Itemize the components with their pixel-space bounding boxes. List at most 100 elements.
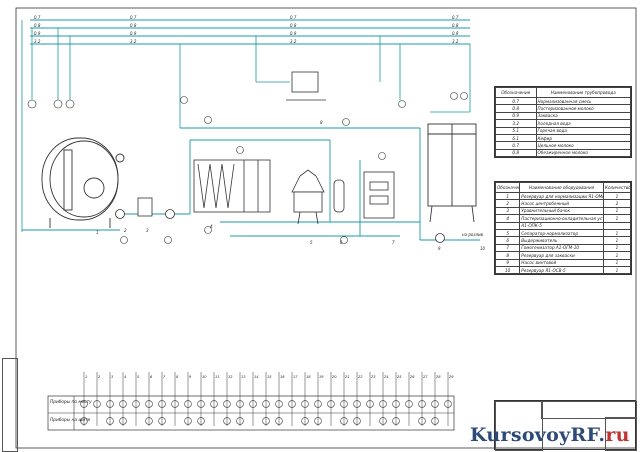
equip-name: Пастеризационно-охладительная установка — [519, 214, 604, 223]
pipe-name: Нормализованная смесь — [535, 96, 631, 106]
instrument-number: 6 — [150, 375, 153, 379]
equip-qty: 1 — [602, 265, 632, 275]
equip-name: Резервуар для нормализации Я1-ОМГ-10 — [519, 191, 604, 201]
instrument-number: 12 — [228, 375, 233, 379]
instrument-number: 5 — [137, 375, 140, 379]
equip-name: Насос винтовой — [519, 258, 604, 267]
equip-name: Уравнительный бачок — [519, 206, 604, 216]
pipe-code: 0.8 — [495, 104, 537, 113]
equip-name: Насос центробежный — [519, 199, 604, 208]
sheet-border — [15, 7, 637, 449]
equipment-label: 10 — [480, 246, 486, 251]
equip-col-name: Наименование оборудования — [519, 182, 604, 193]
tank-normalization — [41, 137, 125, 228]
instrument-number: 15 — [267, 375, 272, 379]
pump-centrifugal — [115, 209, 175, 219]
header-pipelines — [30, 19, 470, 45]
homogenizer — [363, 171, 395, 219]
equipment-label: 5 — [310, 240, 313, 245]
watermark-logo: KursovoyRF.ru — [470, 424, 630, 446]
instrument-number: 25 — [397, 375, 402, 379]
equip-code: 4 — [494, 214, 521, 223]
equip-col-qty: Количество — [602, 182, 632, 193]
header-line-label: 3.2 — [290, 39, 297, 44]
equip-qty: 1 — [602, 258, 632, 267]
equipment-label: 8 — [320, 120, 323, 125]
pump-screw — [435, 233, 445, 243]
header-line-label: 0.8 — [452, 23, 459, 28]
equip-qty: 1 — [602, 228, 632, 238]
instrument-number: 2 — [98, 375, 101, 379]
instrument-table — [47, 395, 455, 431]
header-line-label: 0.9 — [452, 31, 459, 36]
instrument-number: 13 — [241, 375, 246, 379]
pipe-code: 0.7 — [495, 96, 537, 106]
row-label-local: Приборы по месту — [50, 400, 92, 405]
instrument-leader-lines — [83, 372, 449, 426]
pipe-code: 6.1 — [495, 133, 537, 143]
instrument-number: 3 — [111, 375, 114, 379]
instrument-bubbles — [27, 92, 468, 244]
header-line-label: 0.7 — [130, 15, 137, 20]
equip-code: 5 — [494, 228, 521, 238]
instrument-number: 24 — [384, 375, 389, 379]
instrument-number: 29 — [449, 375, 454, 379]
watermark-main: KursovoyRF — [470, 424, 599, 446]
instrument-number: 14 — [254, 375, 259, 379]
equip-qty: 2 — [602, 199, 632, 208]
title-block-cell — [541, 401, 637, 419]
pipe-name: Закваска — [535, 111, 631, 121]
instrument-number: 26 — [410, 375, 415, 379]
holding-tube — [333, 179, 345, 213]
header-line-label: 0.7 — [290, 15, 297, 20]
pipe-name: Кефир — [535, 133, 631, 143]
instrument-number: 7 — [163, 375, 166, 379]
row-label-panel: Приборы на щите — [50, 418, 91, 423]
header-line-label: 3.2 — [130, 39, 137, 44]
header-line-label: 3.2 — [452, 39, 459, 44]
instrument-number: 19 — [319, 375, 324, 379]
equipment-label: 6 — [340, 240, 343, 245]
header-line-label: 0.7 — [34, 15, 41, 20]
header-line-label: 0.8 — [290, 23, 297, 28]
instrument-number: 20 — [332, 375, 337, 379]
vertical-drops — [21, 20, 471, 232]
instrument-number: 11 — [215, 375, 220, 379]
equipment-label: 9 — [438, 246, 441, 251]
pipe-col-name: Наименование трубопровода — [535, 87, 631, 98]
pipe-code: 0.8 — [495, 148, 537, 158]
equip-code — [494, 221, 521, 230]
watermark-tld: ru — [605, 424, 630, 446]
header-line-label: 0.8 — [130, 23, 137, 28]
equip-code: 3 — [494, 206, 521, 216]
equip-code: 2 — [494, 199, 521, 208]
equipment-number-labels: 1 2 3 4 5 6 7 8 9 10 — [96, 120, 486, 251]
equip-qty — [602, 221, 632, 230]
equip-code: 1 — [494, 191, 521, 201]
instrument-number: 1 — [85, 375, 87, 379]
separator — [291, 169, 325, 225]
header-line-label: 0.9 — [130, 31, 137, 36]
equip-code: 9 — [494, 258, 521, 267]
equip-code: 6 — [494, 236, 521, 245]
equipment-label: 3 — [146, 228, 149, 233]
instrument-number: 27 — [423, 375, 428, 379]
equip-name: Сепаратор-нормализатор — [519, 228, 604, 238]
equip-qty: 1 — [602, 251, 632, 260]
plate-pasteurizer — [193, 159, 271, 213]
pipe-code: 5.1 — [495, 126, 537, 135]
pipe-col-code: Обозначение — [495, 87, 537, 98]
instrument-number: 22 — [358, 375, 363, 379]
starter-tank — [286, 71, 326, 101]
